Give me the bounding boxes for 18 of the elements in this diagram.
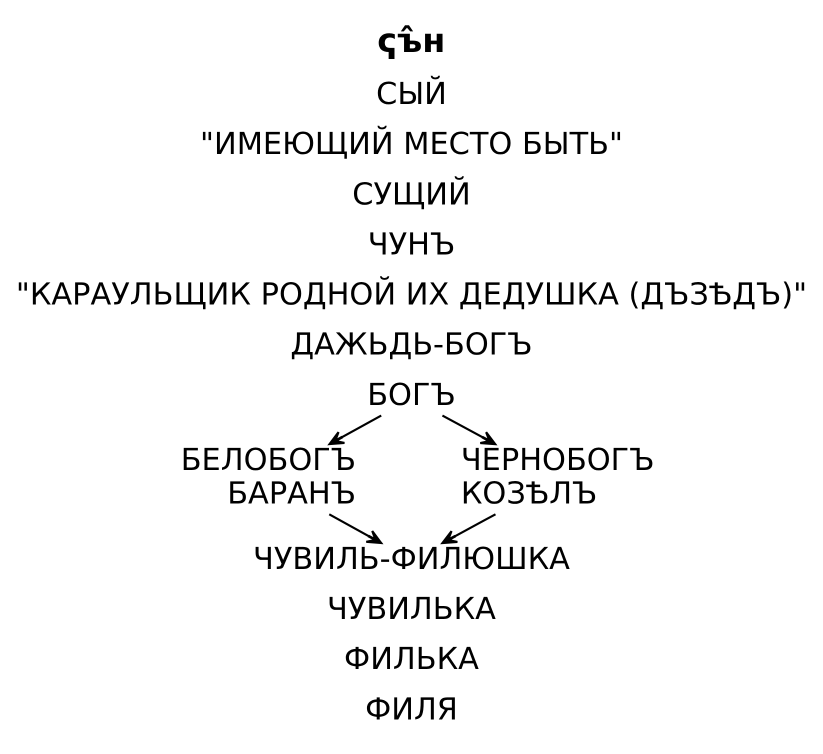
label: СУЩИЙ — [352, 176, 471, 212]
label: ҁъ̂н — [377, 20, 446, 60]
label: ЧУНЪ — [368, 226, 456, 262]
label: ФИЛЬКА — [344, 642, 479, 677]
label: "КАРАУЛЬЩИК РОДНОЙ ИХ ДЕДУШКА (ДЪЗѢДЪ)" — [16, 277, 808, 312]
node-text: БЕЛОБОГЪ БАРАНЪ — [180, 442, 356, 512]
arrow — [328, 414, 382, 445]
node-text: ЧЕРНОБОГЪ КОЗѢЛЪ — [460, 442, 655, 512]
node-text: ЧУВИЛЬ-ФИЛЮШКА — [253, 541, 570, 576]
label: ФИЛЯ — [365, 692, 458, 727]
label: ЧУВИЛЬКА — [327, 592, 496, 627]
node-text: БОГЪ — [367, 377, 456, 412]
label: ДАЖЬДЬ-БОГЪ — [290, 327, 533, 362]
label: "ИМЕЮЩИЙ МЕСТО БЫТЬ" — [200, 126, 623, 162]
arrow — [442, 414, 496, 445]
arrow — [328, 512, 382, 544]
label: СЫЙ — [376, 76, 447, 112]
arrow — [441, 512, 496, 544]
